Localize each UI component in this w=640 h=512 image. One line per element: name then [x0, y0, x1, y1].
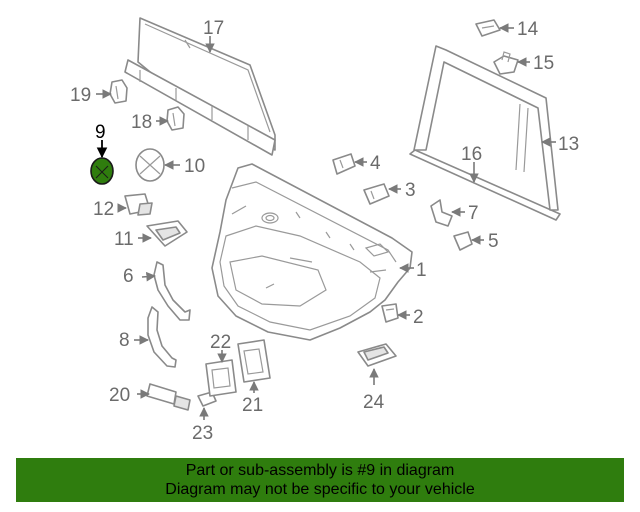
- callout-6: 6: [123, 266, 134, 287]
- part-1-door-panel[interactable]: [211, 163, 413, 341]
- part-10-cover[interactable]: [135, 148, 165, 182]
- part-13-frame-seal[interactable]: [413, 45, 559, 211]
- callout-12: 12: [93, 199, 114, 220]
- callout-5: 5: [488, 231, 499, 252]
- callout-7: 7: [468, 203, 479, 224]
- callout-19: 19: [70, 85, 91, 106]
- part-11-switch-housing[interactable]: [146, 220, 188, 247]
- part-15-clip[interactable]: [493, 51, 519, 75]
- part-21-bezel[interactable]: [237, 339, 271, 383]
- part-2-grommet[interactable]: [381, 303, 399, 323]
- callout-18: 18: [131, 112, 152, 133]
- callout-16: 16: [461, 144, 482, 165]
- callout-2: 2: [413, 307, 424, 328]
- info-banner: Part or sub-assembly is #9 in diagram Di…: [16, 458, 624, 502]
- callout-9: 9: [95, 122, 106, 143]
- part-8-armrest-trim[interactable]: [147, 306, 177, 368]
- callout-4: 4: [370, 153, 381, 174]
- callout-3: 3: [405, 180, 416, 201]
- part-19-clip[interactable]: [109, 79, 128, 104]
- callout-15: 15: [533, 53, 554, 74]
- part-4-clip[interactable]: [332, 153, 356, 175]
- part-17-sunshade[interactable]: [124, 17, 276, 156]
- part-20-connector[interactable]: [146, 383, 191, 411]
- part-7-bracket[interactable]: [430, 199, 453, 227]
- callout-21: 21: [242, 395, 263, 416]
- callout-11: 11: [114, 229, 134, 250]
- callout-24: 24: [363, 392, 385, 413]
- part-24-switch-bezel[interactable]: [357, 343, 397, 367]
- callout-22: 22: [210, 332, 231, 353]
- callout-20: 20: [109, 385, 130, 406]
- callout-8: 8: [119, 330, 130, 351]
- part-14-clip[interactable]: [475, 19, 501, 37]
- callout-1: 1: [416, 260, 427, 281]
- part-5-cap[interactable]: [453, 231, 473, 251]
- part-9-cap[interactable]: [90, 157, 114, 185]
- callout-14: 14: [517, 19, 539, 40]
- part-16-belt-strip[interactable]: [409, 149, 561, 221]
- part-6-handle[interactable]: [153, 261, 191, 321]
- callout-10: 10: [184, 156, 205, 177]
- callout-17: 17: [203, 18, 224, 39]
- banner-line-2: Diagram may not be specific to your vehi…: [165, 481, 475, 498]
- part-12-block[interactable]: [124, 193, 153, 216]
- part-3-clip[interactable]: [363, 183, 390, 205]
- banner-line-1: Part or sub-assembly is #9 in diagram: [185, 462, 455, 479]
- parts-diagram: 17 19 18 9 10 12 11 6: [70, 17, 579, 444]
- callout-23: 23: [192, 423, 213, 444]
- part-22-bezel[interactable]: [205, 359, 237, 397]
- part-18-clip[interactable]: [166, 106, 185, 131]
- callout-13: 13: [558, 134, 579, 155]
